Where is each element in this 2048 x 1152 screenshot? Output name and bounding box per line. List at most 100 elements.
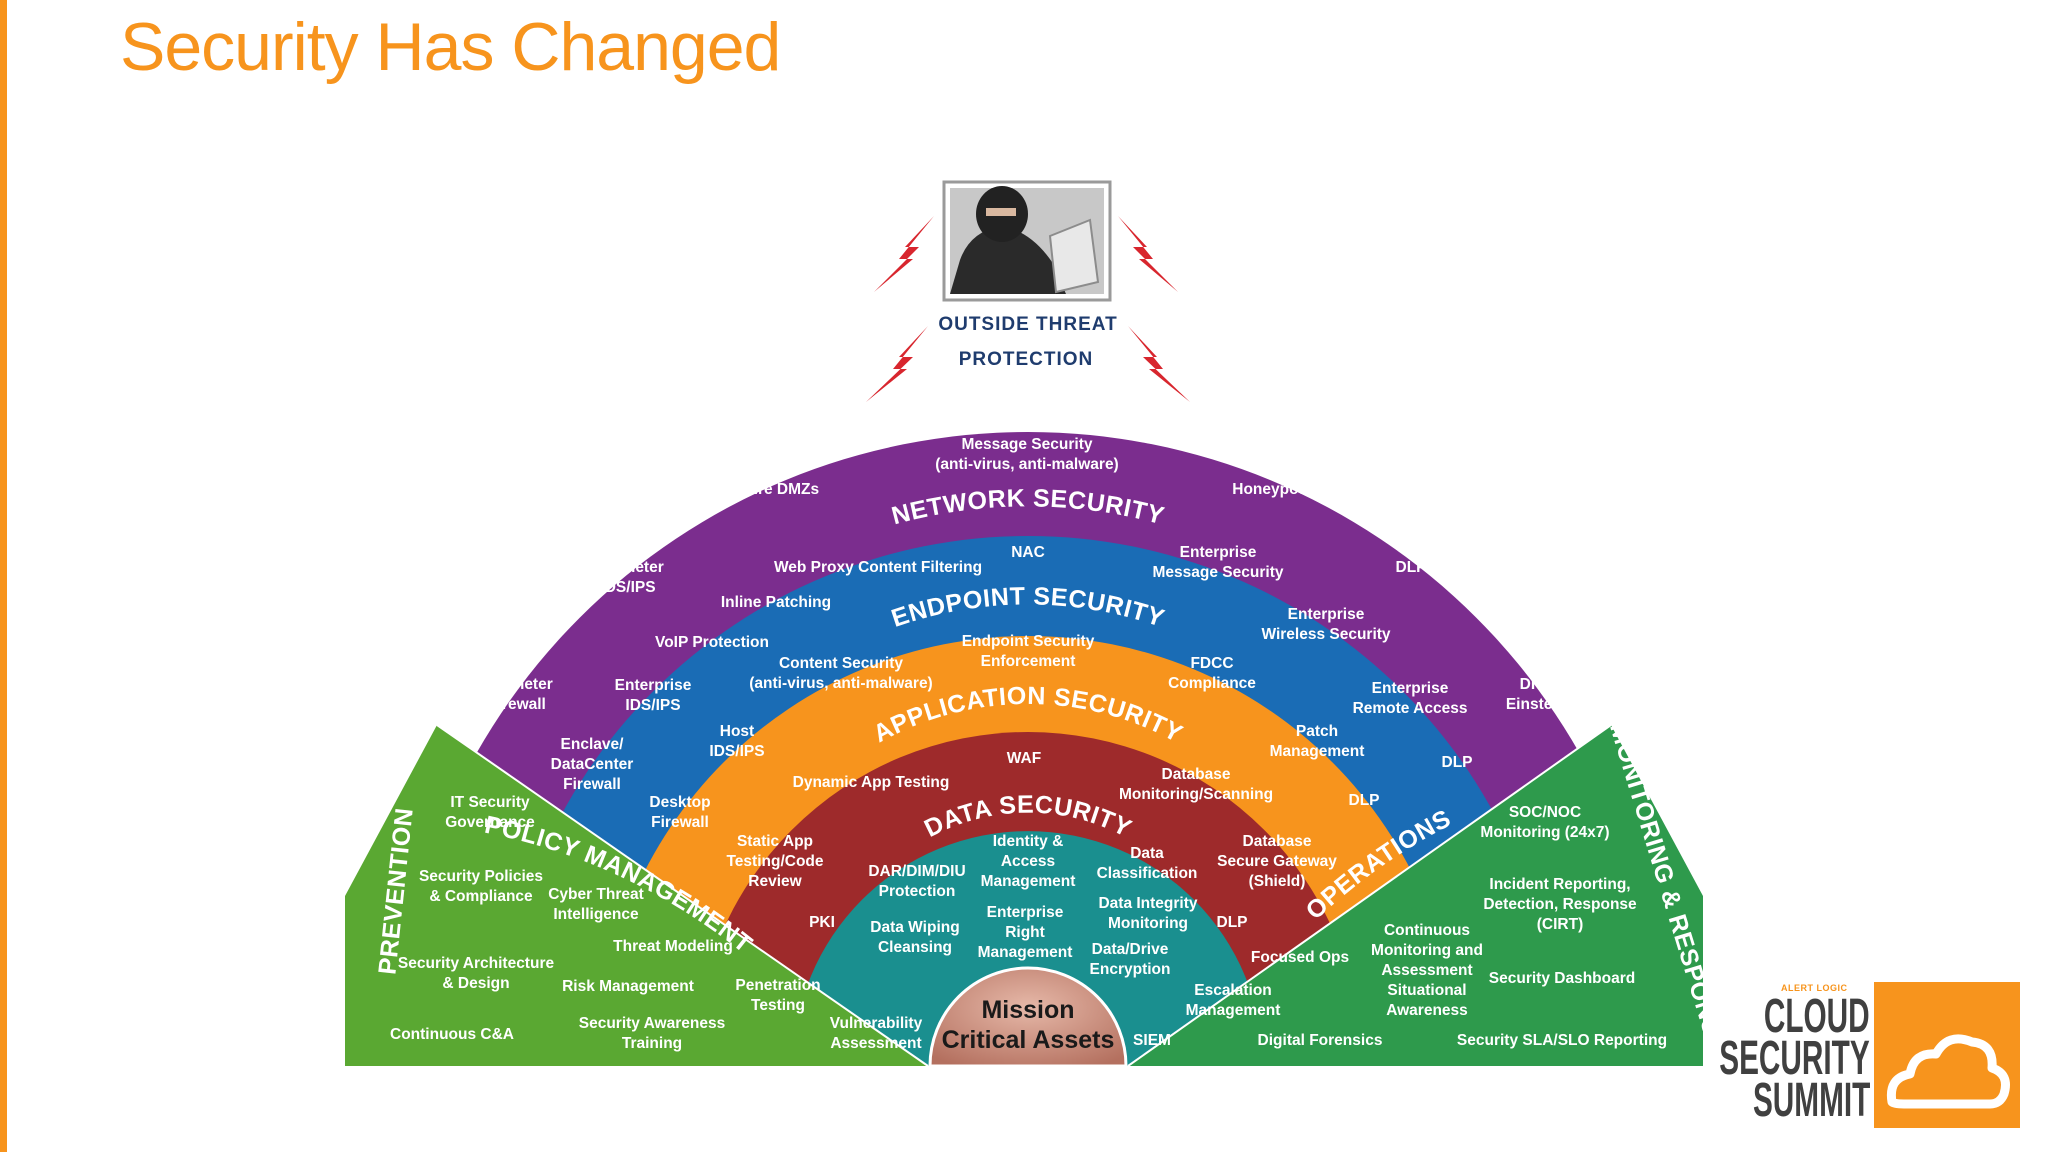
cloud-icon bbox=[1886, 1034, 2010, 1109]
sector-item: Cyber Threat bbox=[548, 886, 644, 903]
sector-item: Intelligence bbox=[553, 906, 639, 923]
ring-item: Firewall bbox=[651, 814, 709, 831]
ring-item: Enterprise bbox=[1372, 680, 1449, 697]
ring-item: Firewall bbox=[488, 696, 546, 713]
ring-item: (anti-virus, anti-malware) bbox=[935, 456, 1118, 473]
ring-item: Content Security bbox=[779, 655, 903, 672]
sector-item: Assessment bbox=[830, 1035, 921, 1052]
ring-item: Monitoring bbox=[1108, 915, 1188, 932]
ring-item: Database bbox=[1162, 766, 1231, 783]
sector-item: Penetration bbox=[735, 977, 820, 994]
ring-item: Remote Access bbox=[1353, 700, 1468, 717]
sector-item: & Design bbox=[442, 975, 509, 992]
ring-item: IDS/IPS bbox=[709, 743, 764, 760]
ring-item: DataCenter bbox=[551, 756, 634, 773]
sector-item: Focused Ops bbox=[1251, 949, 1349, 966]
logo-word-security: SECURITY bbox=[1719, 1032, 1870, 1085]
ring-item: Access bbox=[1001, 853, 1055, 870]
sector-item: Security Awareness bbox=[579, 1015, 725, 1032]
lightning-bolt-icon bbox=[1128, 326, 1190, 402]
ring-item: Management bbox=[981, 873, 1076, 890]
ring-item: IDS/IPS bbox=[625, 697, 680, 714]
sector-item: & Compliance bbox=[429, 888, 533, 905]
ring-item: IDS/IPS bbox=[600, 579, 655, 596]
sector-item: (CIRT) bbox=[1537, 916, 1584, 933]
sector-item: Monitoring and bbox=[1371, 942, 1483, 959]
operations-monitoring-divider bbox=[1127, 724, 1612, 1067]
ring-item: Perimeter bbox=[592, 559, 664, 576]
logo-word-cloud: CLOUD bbox=[1764, 990, 1870, 1043]
logo-brand-text: ALERT LOGIC bbox=[1781, 983, 1848, 993]
mission-critical-core bbox=[928, 966, 1128, 1068]
ring-item: Web Proxy Content Filtering bbox=[774, 559, 982, 576]
ring-item: Management bbox=[1270, 743, 1365, 760]
hacker-image bbox=[942, 180, 1112, 302]
ring-item: Patch bbox=[1296, 723, 1338, 740]
ring-item: Management bbox=[978, 944, 1073, 961]
ring-item: Testing/Code bbox=[726, 853, 823, 870]
slide-title: Security Has Changed bbox=[120, 9, 781, 85]
ring-item: Secure DMZs bbox=[721, 481, 819, 498]
sector-item: Detection, Response bbox=[1483, 896, 1637, 913]
sector-item: Risk Management bbox=[562, 978, 694, 995]
ring-item: Enforcement bbox=[981, 653, 1076, 670]
core-label-line2: Critical Assets bbox=[942, 1026, 1115, 1054]
sector-item: SIEM bbox=[1133, 1032, 1171, 1049]
perimeter-security-title: PERIMETER SECURITY bbox=[878, 386, 1174, 431]
ring-item: PKI bbox=[809, 914, 835, 931]
ring-item: Desktop bbox=[649, 794, 710, 811]
sector-item: Vulnerability bbox=[830, 1015, 923, 1032]
ring-item: Monitoring/Scanning bbox=[1119, 786, 1273, 803]
ring-item: WAF bbox=[1007, 750, 1041, 767]
sector-item: Testing bbox=[751, 997, 805, 1014]
ring-item: Enterprise bbox=[987, 904, 1064, 921]
sector-item: Escalation bbox=[1194, 982, 1272, 999]
ring-item: Protection bbox=[879, 883, 956, 900]
ring-item: DHS bbox=[1520, 676, 1553, 693]
ring-item: Message Security bbox=[962, 436, 1093, 453]
ring-item: Data Wiping bbox=[870, 919, 959, 936]
ring-item: Message Security bbox=[1153, 564, 1284, 581]
ring-item: Perimeter bbox=[481, 676, 553, 693]
sector-item: Training bbox=[622, 1035, 682, 1052]
sector-item: IT Security bbox=[450, 794, 530, 811]
left-accent-bar bbox=[0, 0, 7, 1152]
ring-item: Static App bbox=[737, 833, 813, 850]
ring-item: Endpoint Security bbox=[962, 633, 1095, 650]
sector-item: Governance bbox=[445, 814, 535, 831]
ring-item: DLP bbox=[1349, 792, 1380, 809]
ring-item: Review bbox=[748, 873, 802, 890]
sector-item: Continuous bbox=[1384, 922, 1470, 939]
ring-item: Enterprise bbox=[1180, 544, 1257, 561]
ring-item: Compliance bbox=[1168, 675, 1256, 692]
ring-item: (Shield) bbox=[1249, 873, 1306, 890]
prevention-policy-divider bbox=[436, 724, 929, 1067]
core-label-line1: Mission bbox=[981, 996, 1074, 1024]
ring-item: DLP bbox=[1396, 559, 1427, 576]
ring-item: Encryption bbox=[1090, 961, 1171, 978]
ring-item: DLP bbox=[1217, 914, 1248, 931]
sector-item: Security Dashboard bbox=[1489, 970, 1635, 987]
ring-item: Inline Patching bbox=[721, 594, 831, 611]
ring-item: Secure Gateway bbox=[1217, 853, 1337, 870]
ring-item: Data/Drive bbox=[1092, 941, 1169, 958]
ring-item: Data Integrity bbox=[1098, 895, 1197, 912]
data-security-band bbox=[793, 831, 1263, 1066]
ring-item: Dynamic App Testing bbox=[793, 774, 950, 791]
sector-item: Monitoring (24x7) bbox=[1480, 824, 1609, 841]
ring-item: Data bbox=[1130, 845, 1164, 862]
sector-item: Incident Reporting, bbox=[1489, 876, 1630, 893]
logo-square bbox=[1874, 982, 2020, 1128]
ring-item: Identity & bbox=[993, 833, 1064, 850]
sector-item: Management bbox=[1186, 1002, 1281, 1019]
cloud-security-summit-logo: ALERT LOGIC CLOUD SECURITY SUMMIT bbox=[1720, 982, 2020, 1130]
ring-item: (anti-virus, anti-malware) bbox=[749, 675, 932, 692]
ring-item: Database bbox=[1243, 833, 1312, 850]
ring-item: VoIP Protection bbox=[655, 634, 769, 651]
ring-item: DLP bbox=[1442, 754, 1473, 771]
ring-item: Classification bbox=[1097, 865, 1198, 882]
sector-item: Security Architecture bbox=[398, 955, 555, 972]
ring-item: Enclave/ bbox=[561, 736, 625, 753]
sector-item: Continuous C&A bbox=[390, 1026, 514, 1043]
